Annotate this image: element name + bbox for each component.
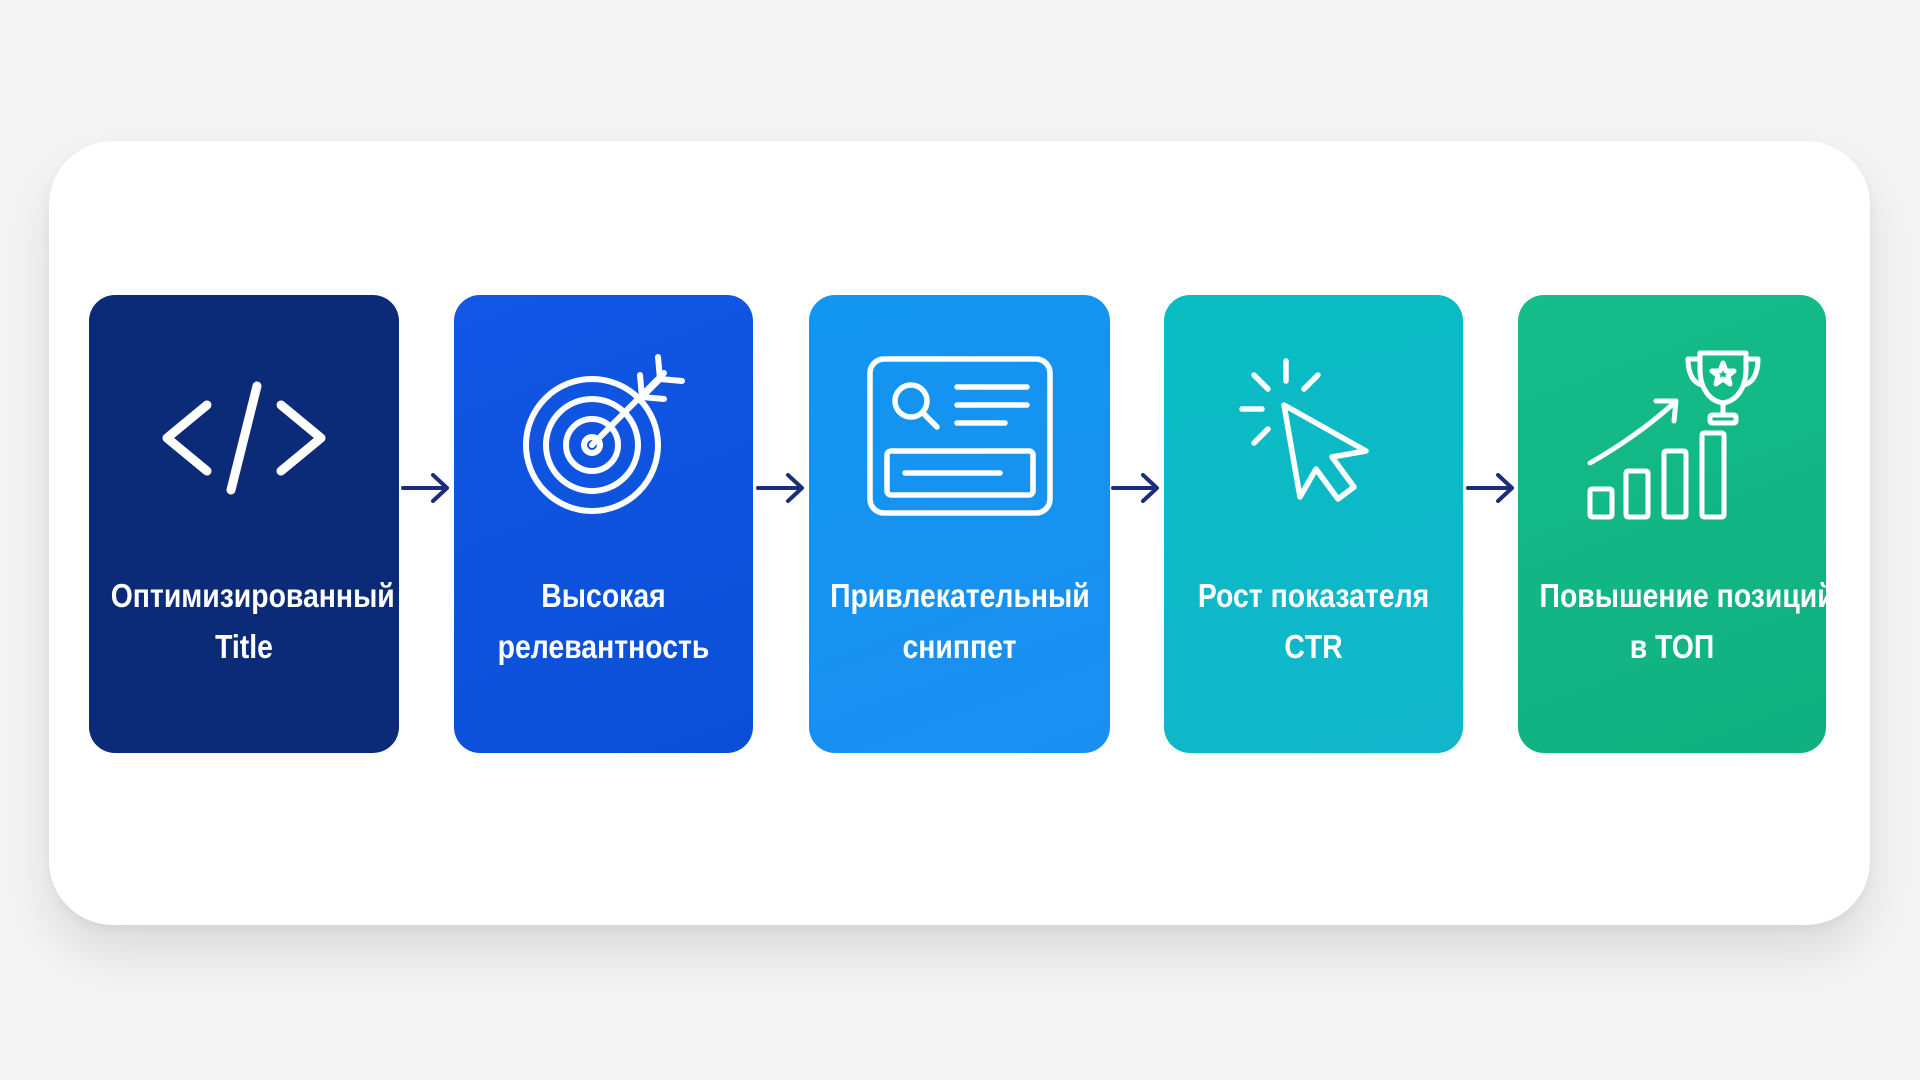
snippet-icon <box>809 345 1110 525</box>
code-icon <box>89 345 399 525</box>
trophy-growth-icon <box>1518 345 1826 525</box>
step-label-line1: Оптимизированный <box>110 577 395 614</box>
step-label-line1: Повышение позиций <box>1539 577 1835 614</box>
cursor-click-icon <box>1164 345 1463 525</box>
step-label-line1: Высокая <box>541 577 666 614</box>
step-label-line1: Рост показателя <box>1197 577 1430 614</box>
step-label: Рост показателя CTR <box>1185 570 1442 672</box>
arrow-right-icon <box>756 473 804 503</box>
step-label-line2: в ТОП <box>1629 628 1715 665</box>
step-label-line2: релевантность <box>497 628 710 665</box>
step-card-top-position: Повышение позиций в ТОП <box>1518 295 1835 753</box>
step-label: Высокая релевантность <box>475 570 732 672</box>
step-card-snippet: Привлекательный сниппет <box>809 295 1110 753</box>
step-card-ctr: Рост показателя CTR <box>1164 295 1463 753</box>
arrow-right-icon <box>401 473 449 503</box>
step-label-line2: сниппет <box>902 628 1017 665</box>
step-card-optimized-title: Оптимизированный Title <box>89 295 399 753</box>
step-label: Оптимизированный Title <box>110 570 395 672</box>
step-label-line2: Title <box>215 628 273 665</box>
step-label-line2: CTR <box>1284 628 1343 665</box>
step-label-line1: Привлекательный <box>830 577 1090 614</box>
arrow-right-icon <box>1466 473 1514 503</box>
step-label: Привлекательный сниппет <box>830 570 1090 672</box>
arrow-right-icon <box>1111 473 1159 503</box>
step-label: Повышение позиций в ТОП <box>1539 570 1835 672</box>
step-card-relevance: Высокая релевантность <box>454 295 753 753</box>
target-icon <box>454 345 753 525</box>
